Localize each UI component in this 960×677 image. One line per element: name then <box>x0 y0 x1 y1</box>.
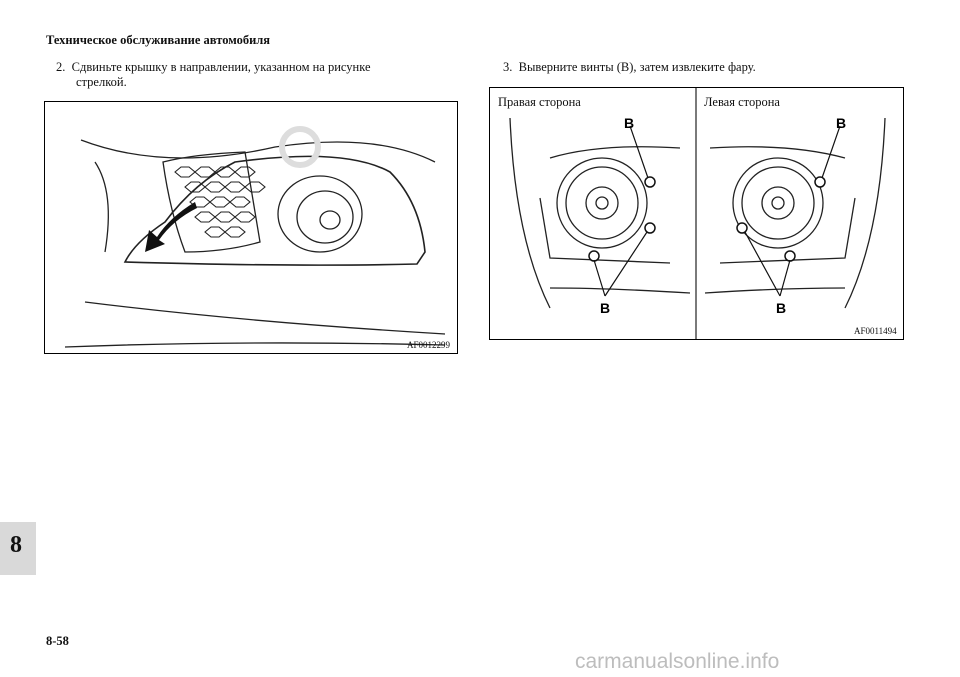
cover-illustration <box>64 126 446 348</box>
step-text: Выверните винты (B), затем извлеките фар… <box>518 60 756 74</box>
watermark: carmanualsonline.info <box>575 650 780 673</box>
callout-b: B <box>776 300 786 316</box>
callout-b: B <box>624 115 634 131</box>
step-3-instruction: 3. Выверните винты (B), затем извлеките … <box>503 60 903 75</box>
chapter-number: 8 <box>10 532 22 558</box>
callout-b: B <box>836 115 846 131</box>
chapter-tab: 8 <box>0 522 36 575</box>
step-text-line1: Сдвиньте крышку в направлении, указанном… <box>71 60 371 74</box>
figure-screw-locations: Правая сторона Левая сторона <box>489 87 904 340</box>
figure-code: AF0011494 <box>854 326 897 336</box>
section-header: Техническое обслуживание автомобиля <box>46 33 271 47</box>
step-text-line2: стрелкой. <box>76 75 127 89</box>
left-side-label: Левая сторона <box>704 95 780 109</box>
step-number: 2. <box>56 60 66 74</box>
figure-code: AF0012299 <box>407 340 451 350</box>
figure-cover-removal: AF0012299 <box>44 101 458 354</box>
right-side-label: Правая сторона <box>498 95 581 109</box>
step-2-instruction: 2. Сдвиньте крышку в направлении, указан… <box>56 60 456 90</box>
direction-arrow <box>145 202 197 252</box>
headlamp-illustration: B B B B <box>509 88 886 339</box>
callout-b: B <box>600 300 610 316</box>
step-number: 3. <box>503 60 513 74</box>
page-number: 8-58 <box>46 634 69 648</box>
